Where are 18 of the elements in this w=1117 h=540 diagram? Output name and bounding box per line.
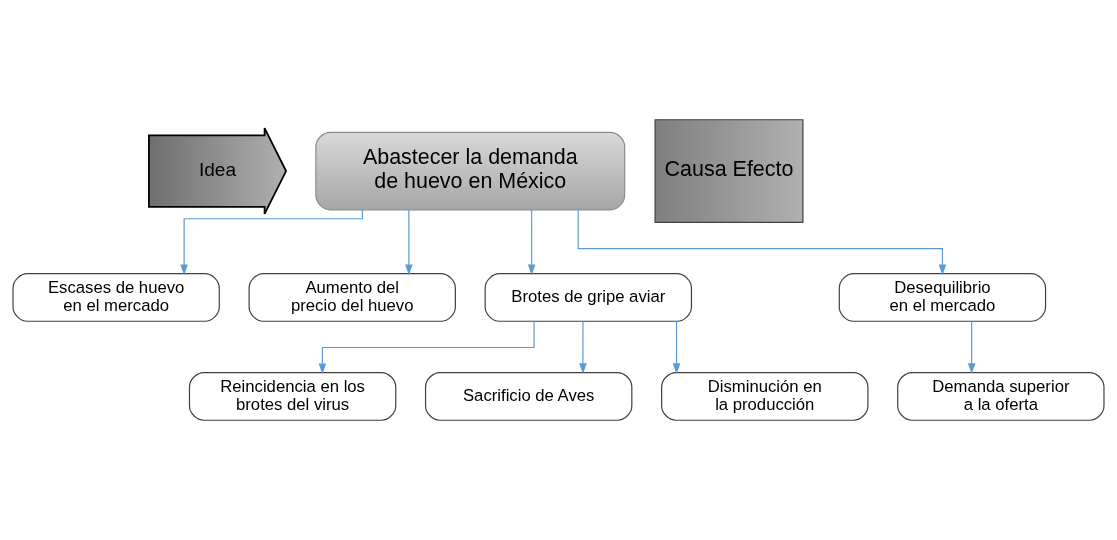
arrow [405,209,413,276]
node-box: Demanda superior a la oferta [897,371,1105,421]
node-box: Reincidencia en los brotes del virus [188,371,397,421]
node-box: Sacrificio de Aves [424,371,633,421]
arrow [672,320,681,375]
arrow [577,209,947,276]
arrow [527,209,536,276]
arrow [180,209,363,276]
arrow [967,320,976,375]
node-box: Disminución en la producción [661,371,869,421]
node-box: Abastecer la demanda de huevo en México [315,131,626,211]
node-box: Aumento del precio del huevo [248,273,456,322]
node-box: Brotes de gripe aviar [484,273,693,322]
arrow [579,320,587,375]
node-box: Causa Efecto [654,119,804,223]
arrow [318,320,535,375]
node-box: Escases de huevo en el mercado [12,273,220,322]
node-box: Desequilibrio en el mercado [838,273,1047,322]
